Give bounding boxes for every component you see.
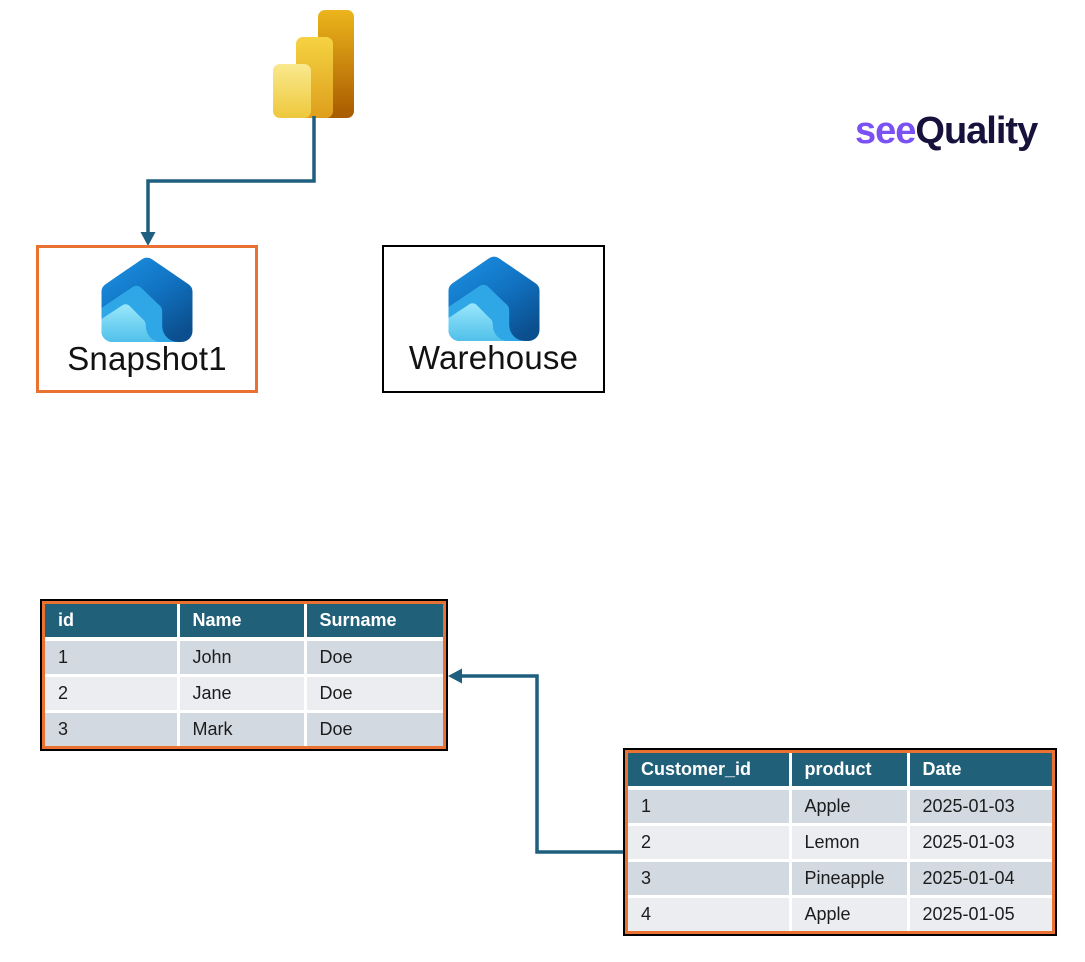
column-header: Name: [178, 604, 307, 641]
table-cell: Jane: [178, 675, 307, 713]
seequality-logo-see: see: [855, 110, 916, 152]
connector-orders-to-customers: [448, 668, 628, 854]
table-cell: 2025-01-03: [908, 824, 1052, 862]
seequality-logo-quality: Quality: [915, 110, 1038, 152]
table-cell: Apple: [790, 788, 910, 826]
power-bi-logo-icon: [271, 8, 356, 118]
node-snapshot1-label: Snapshot1: [67, 340, 227, 377]
column-header: Date: [908, 753, 1052, 790]
table-cell: 2: [45, 675, 180, 713]
connector-powerbi-to-snapshot1: [140, 116, 316, 246]
table-cell: 2: [628, 824, 792, 862]
column-header: id: [45, 604, 180, 641]
table-cell: Doe: [305, 711, 443, 746]
table-cell: John: [178, 639, 307, 677]
table-cell: 3: [45, 711, 180, 746]
table-cell: 1: [45, 639, 180, 677]
table-cell: Pineapple: [790, 860, 910, 898]
table-cell: 4: [628, 896, 792, 931]
table-cell: 1: [628, 788, 792, 826]
column-header: Customer_id: [628, 753, 792, 790]
node-warehouse[interactable]: Warehouse: [382, 245, 605, 393]
table-cell: Doe: [305, 675, 443, 713]
table-cell: 2025-01-03: [908, 788, 1052, 826]
table-cell: 2025-01-05: [908, 896, 1052, 931]
table-cell: Doe: [305, 639, 443, 677]
table-cell: 2025-01-04: [908, 860, 1052, 898]
table-cell: Lemon: [790, 824, 910, 862]
seequality-logo: seeQuality: [855, 110, 1038, 153]
fabric-warehouse-icon: [97, 256, 197, 342]
table-cell: Mark: [178, 711, 307, 746]
node-warehouse-label: Warehouse: [408, 339, 579, 376]
table-cell: Apple: [790, 896, 910, 931]
column-header: product: [790, 753, 910, 790]
column-header: Surname: [305, 604, 443, 641]
node-snapshot1[interactable]: Snapshot1: [36, 245, 258, 393]
table-cell: 3: [628, 860, 792, 898]
fabric-warehouse-icon: [444, 255, 544, 341]
